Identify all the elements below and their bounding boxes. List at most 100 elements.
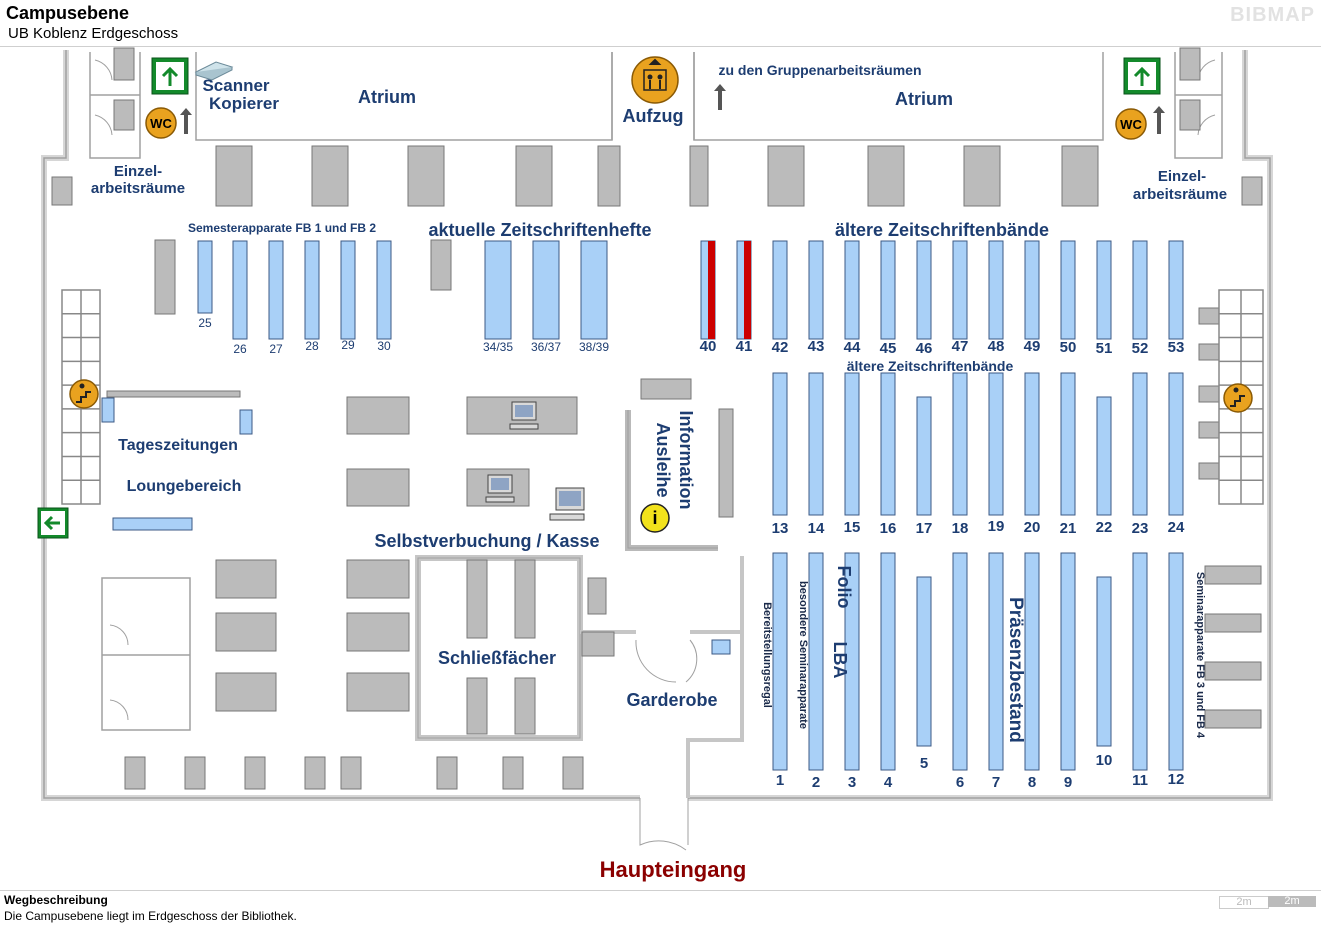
- shelf-27[interactable]: [268, 240, 284, 340]
- shelf-12[interactable]: [1168, 552, 1184, 771]
- shelf-9[interactable]: [1060, 552, 1076, 771]
- computer-icon: [549, 487, 585, 521]
- table: [407, 145, 445, 207]
- shelf-21[interactable]: [1060, 372, 1076, 516]
- shelf-47[interactable]: [952, 240, 968, 340]
- footer-divider: [0, 890, 1321, 891]
- table: [346, 672, 410, 712]
- shelf-number: 34/35: [483, 340, 513, 354]
- shelf-18[interactable]: [952, 372, 968, 516]
- newspaper-rack[interactable]: [101, 397, 115, 423]
- shelf-43[interactable]: [808, 240, 824, 340]
- shelf-26[interactable]: [232, 240, 248, 340]
- shelf-29[interactable]: [340, 240, 356, 340]
- shelf-15[interactable]: [844, 372, 860, 516]
- shelf-20[interactable]: [1024, 372, 1040, 516]
- older-volumes-label-mid: ältere Zeitschriftenbände: [847, 358, 1014, 374]
- table: [51, 176, 73, 206]
- shelf-number: 4: [884, 774, 893, 791]
- highlight-shelf-40: [708, 241, 715, 339]
- main-entrance-label: Haupteingang: [600, 857, 747, 882]
- shelf-6[interactable]: [952, 552, 968, 771]
- shelf-48[interactable]: [988, 240, 1004, 340]
- shelf-49[interactable]: [1024, 240, 1040, 340]
- elevator-icon: [631, 56, 679, 104]
- shelf-number: 27: [269, 342, 283, 356]
- self-checkout-label: Selbstverbuchung / Kasse: [374, 531, 599, 551]
- shelf-17[interactable]: [916, 396, 932, 516]
- shelf-7[interactable]: [988, 552, 1004, 771]
- shelf-24[interactable]: [1168, 372, 1184, 516]
- lounge-shelf[interactable]: [112, 517, 193, 531]
- table: [867, 145, 905, 207]
- table: [346, 612, 410, 652]
- shelf-28[interactable]: [304, 240, 320, 340]
- shelf-1[interactable]: [772, 552, 788, 771]
- shelf-number: 36/37: [531, 340, 561, 354]
- shelf-22[interactable]: [1096, 396, 1112, 516]
- table: [430, 239, 452, 291]
- shelf-52[interactable]: [1132, 240, 1148, 340]
- shelf-number: 20: [1024, 519, 1041, 536]
- special-seminar-label: besondere Seminarapparate: [797, 581, 809, 729]
- shelf-number: 1: [776, 772, 784, 789]
- table: [1204, 565, 1262, 585]
- shelf-23[interactable]: [1132, 372, 1148, 516]
- shelf-number: 40: [700, 338, 717, 355]
- shelf-46[interactable]: [916, 240, 932, 340]
- shelves[interactable]: [101, 240, 1184, 771]
- shelf-13[interactable]: [772, 372, 788, 516]
- shelf-30[interactable]: [376, 240, 392, 340]
- shelf-34/35[interactable]: [484, 240, 512, 340]
- shelf-53[interactable]: [1168, 240, 1184, 340]
- right-workrooms-wall: [1174, 52, 1223, 159]
- single-rooms-left-label: Einzel-: [114, 163, 162, 180]
- table: [514, 559, 536, 639]
- shelf-42[interactable]: [772, 240, 788, 340]
- shelf-2[interactable]: [808, 552, 824, 771]
- table: [1198, 343, 1220, 361]
- shelf-number: 17: [916, 520, 933, 537]
- table: [215, 145, 253, 207]
- shelf-number: 46: [916, 340, 933, 357]
- table: [346, 396, 410, 435]
- shelf-16[interactable]: [880, 372, 896, 516]
- shelf-number: 7: [992, 774, 1000, 791]
- shelf-5[interactable]: [916, 576, 932, 747]
- table: [466, 559, 488, 639]
- shelf-number: 6: [956, 774, 964, 791]
- shelf-8[interactable]: [1024, 552, 1040, 771]
- shelf-50[interactable]: [1060, 240, 1076, 340]
- shelf-11[interactable]: [1132, 552, 1148, 771]
- shelf-number: 21: [1060, 520, 1077, 537]
- shelf-44[interactable]: [844, 240, 860, 340]
- table: [502, 756, 524, 790]
- page-subtitle: UB Koblenz Erdgeschoss: [8, 25, 179, 42]
- shelf-51[interactable]: [1096, 240, 1112, 340]
- entrance-doors: [639, 798, 689, 851]
- shelf-4[interactable]: [880, 552, 896, 771]
- shelf-3[interactable]: [844, 552, 860, 771]
- shelf-25[interactable]: [197, 240, 213, 314]
- shelf-number: 19: [988, 518, 1005, 535]
- shelf-number: 42: [772, 339, 789, 356]
- folio-label: Folio: [834, 566, 854, 609]
- table: [963, 145, 1001, 207]
- shelf-36/37[interactable]: [532, 240, 560, 340]
- single-rooms-left-label: arbeitsräume: [91, 180, 185, 197]
- stairs-icon: [69, 379, 99, 409]
- newspaper-rack[interactable]: [239, 409, 253, 435]
- shelf-10[interactable]: [1096, 576, 1112, 747]
- shelf-45[interactable]: [880, 240, 896, 340]
- shelf-number: 49: [1024, 338, 1041, 355]
- shelf-38/39[interactable]: [580, 240, 608, 340]
- shelf-number: 52: [1132, 340, 1149, 357]
- shelf-number: 25: [198, 316, 212, 330]
- group-rooms-label: zu den Gruppenarbeitsräumen: [718, 62, 921, 78]
- shelf-number: 14: [808, 520, 825, 537]
- shelf-19[interactable]: [988, 372, 1004, 516]
- shelf-number: 9: [1064, 774, 1072, 791]
- shelf-14[interactable]: [808, 372, 824, 516]
- garderobe-rack[interactable]: [711, 639, 731, 655]
